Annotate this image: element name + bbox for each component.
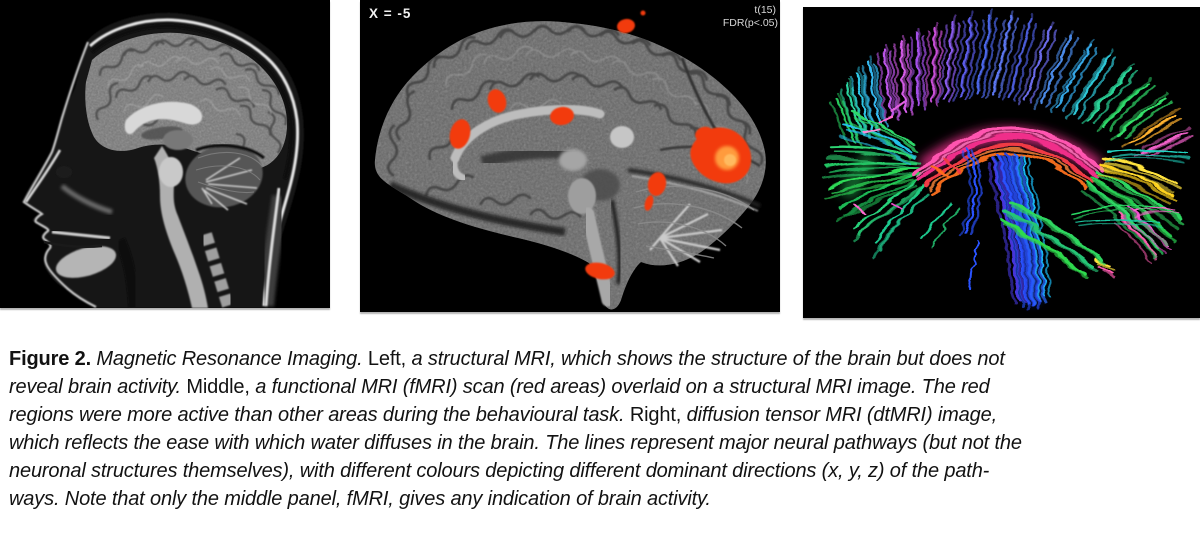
stat-label-t: t(15) (754, 4, 776, 16)
pons (159, 157, 183, 187)
figure-caption: Figure 2. Magnetic Resonance Imaging. Le… (9, 345, 1197, 513)
activation-blob (647, 172, 667, 196)
activation-blob (585, 262, 615, 280)
neck-structures (114, 187, 288, 308)
stat-label-fdr: FDR(p<.05) (723, 17, 778, 29)
figure-label: Figure 2. (9, 348, 91, 370)
fiber-tracts (821, 8, 1195, 310)
corpus-callosum (124, 101, 203, 135)
corpus-callosum-fibers (913, 126, 1103, 195)
caption-run: ways. Note that only the middle panel, f… (9, 488, 711, 510)
caption-run: a structural MRI, which shows the struct… (406, 348, 1005, 370)
fmri-panel: X = -5 t(15) FDR(p<.05) (360, 0, 780, 312)
tongue (55, 246, 117, 278)
caption-line-4: which reflects the ease with which water… (9, 429, 1197, 457)
caption-line-2: reveal brain activity. Middle, a functio… (9, 373, 1197, 401)
brainstem (154, 146, 208, 308)
left-speckles (854, 102, 904, 214)
brainstem (568, 169, 622, 307)
face-profile-line (22, 41, 97, 308)
orbit (56, 166, 72, 178)
caption-run: a functional MRI (fMRI) scan (red areas)… (249, 376, 990, 398)
activation-blob (487, 89, 507, 113)
thalamus (163, 130, 193, 150)
caption-run: Left, (367, 348, 407, 370)
arbor-vitae (649, 203, 723, 267)
caption-run: which reflects the ease with which water… (9, 432, 1022, 454)
cerebellum (185, 144, 265, 211)
fmri-image: X = -5 t(15) FDR(p<.05) (360, 0, 780, 312)
structural-mri-panel (0, 0, 330, 308)
caption-run: Middle, (186, 376, 250, 398)
caption-run: neuronal structures themselves), with di… (9, 460, 990, 482)
activation-blob (617, 18, 635, 34)
structural-mri-image (0, 0, 330, 308)
caption-run: Right, (629, 404, 682, 426)
cerebellum (627, 168, 761, 267)
airway (114, 237, 140, 308)
caption-run: regions were more active than other area… (9, 404, 630, 426)
caption-line-1: Figure 2. Magnetic Resonance Imaging. Le… (9, 345, 1197, 373)
caption-line-5: neuronal structures themselves), with di… (9, 457, 1197, 485)
mouth-structures (43, 166, 117, 278)
caption-line-3: regions were more active than other area… (9, 401, 1197, 429)
dti-image (803, 7, 1200, 318)
caption-run: reveal brain activity. (9, 376, 187, 398)
dti-panel (803, 7, 1200, 318)
arbor-vitae (201, 157, 258, 211)
caption-run: Magnetic Resonance Imaging. (91, 348, 368, 370)
caption-run: diffusion tensor MRI (dtMRI) image, (681, 404, 998, 426)
activation-blob (449, 119, 471, 149)
nose-ridge (24, 149, 62, 203)
misc-fibers (920, 202, 980, 290)
slice-label: X = -5 (369, 6, 411, 21)
activation-blob (550, 106, 574, 126)
activation-blob (640, 10, 646, 16)
caption-line-6: ways. Note that only the middle panel, f… (9, 485, 1197, 513)
cervical-spine (200, 232, 234, 308)
